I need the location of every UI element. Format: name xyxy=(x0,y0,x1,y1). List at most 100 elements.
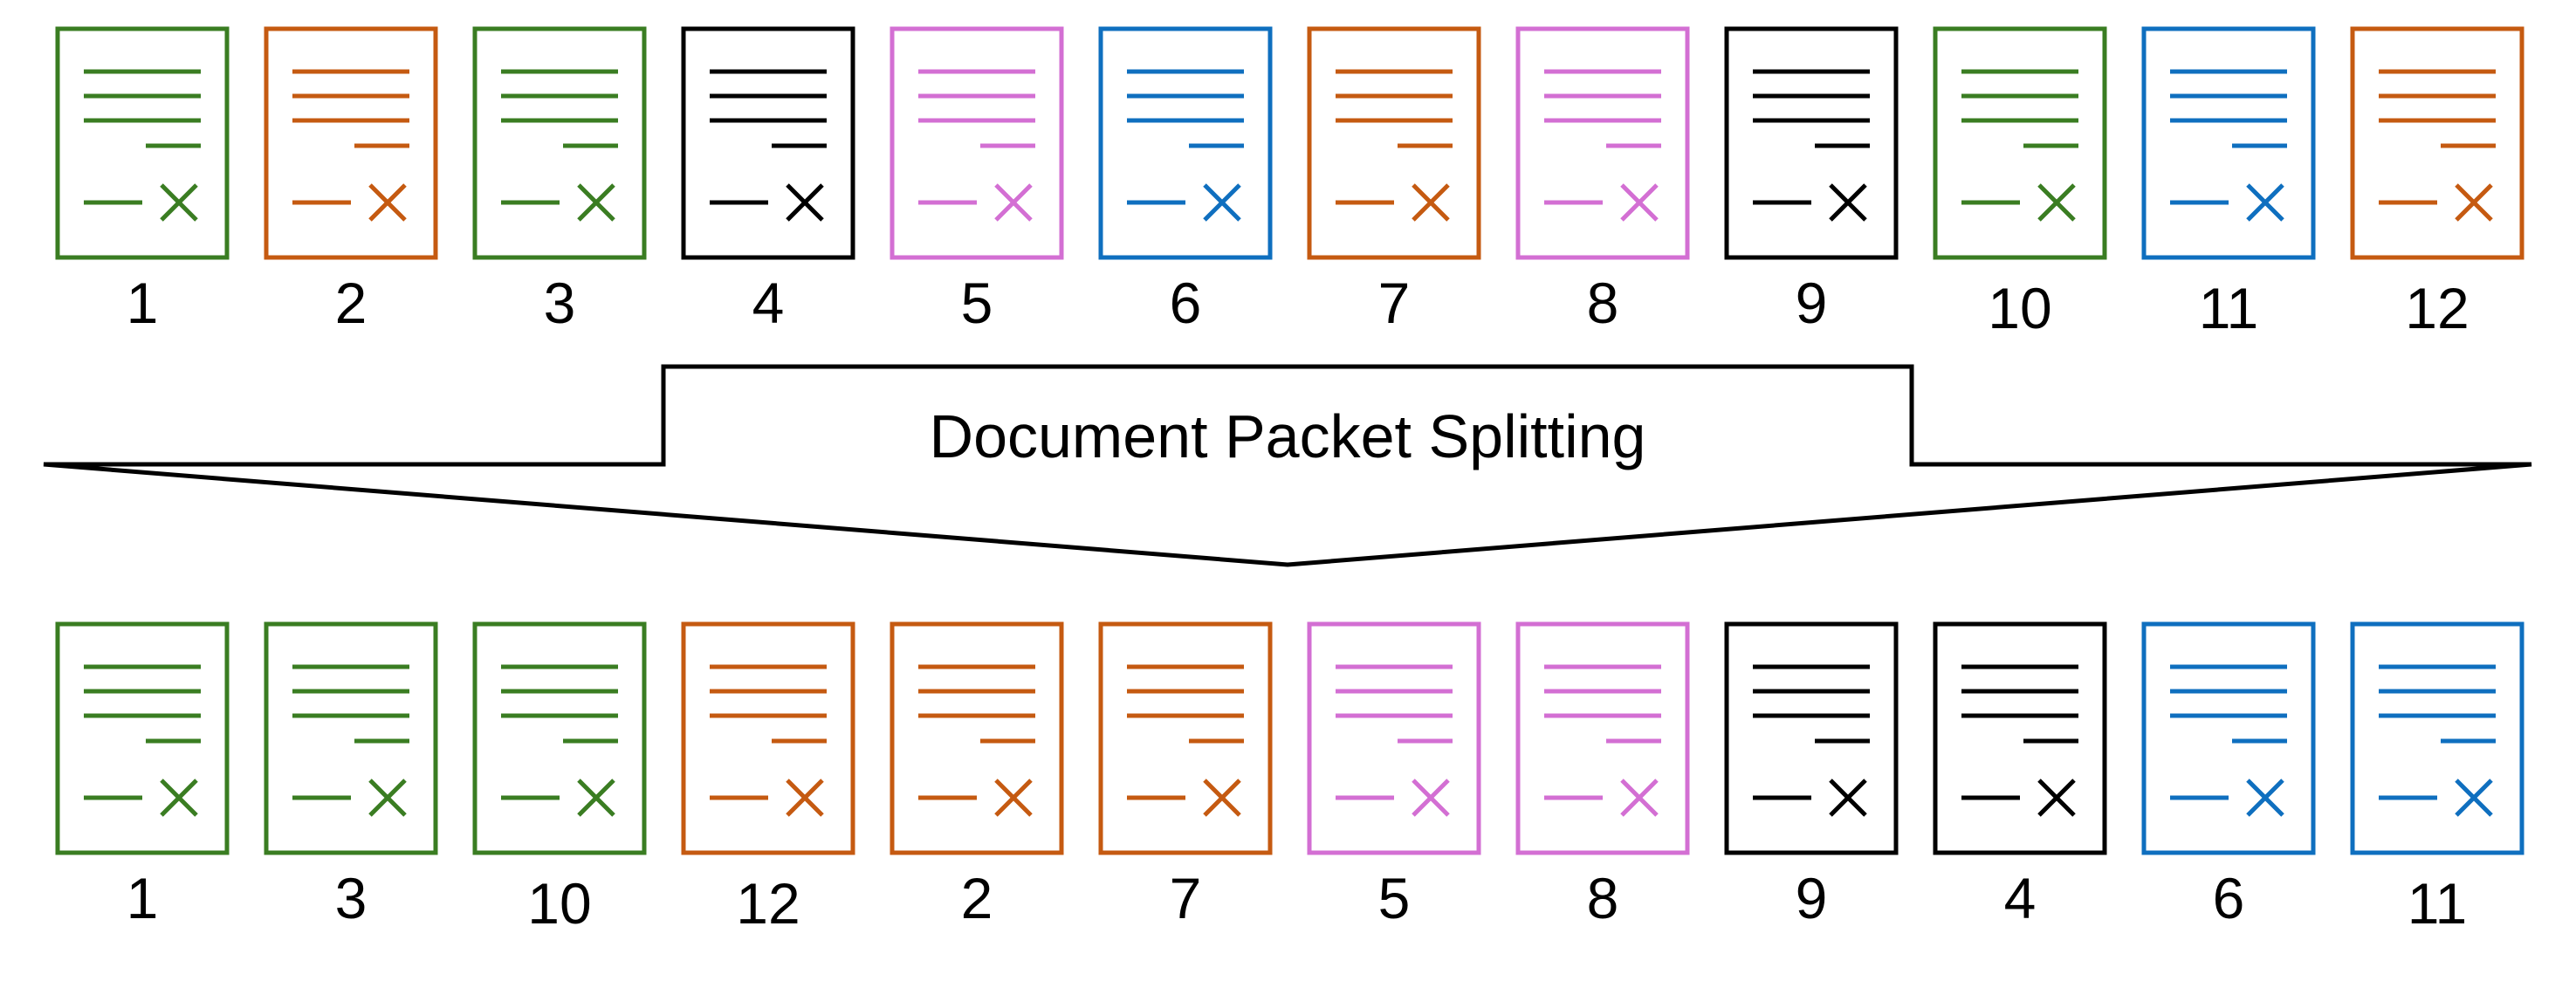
page-number-label: 9 xyxy=(1795,866,1828,930)
page-number-label: 4 xyxy=(2003,866,2037,930)
page-8 xyxy=(1515,621,1690,855)
page-3 xyxy=(472,26,647,260)
page-border xyxy=(264,26,438,260)
signature-x-icon xyxy=(1829,183,1867,222)
page-border xyxy=(1098,621,1273,855)
page-9 xyxy=(1724,26,1899,260)
page-icon xyxy=(1307,621,1481,855)
page-6 xyxy=(1098,26,1273,260)
page-icon xyxy=(472,621,647,855)
page-11 xyxy=(2350,621,2524,855)
page-number-label: 11 xyxy=(2198,276,2259,340)
page-number-label: 5 xyxy=(960,271,993,335)
signature-x-icon xyxy=(160,779,198,817)
page-icon xyxy=(2141,621,2316,855)
page-icon xyxy=(1933,26,2107,260)
page-icon xyxy=(472,26,647,260)
page-border xyxy=(472,26,647,260)
signature-x-icon xyxy=(1620,779,1659,817)
signature-x-icon xyxy=(1203,183,1241,222)
page-icon xyxy=(1515,621,1690,855)
page-number-label: 12 xyxy=(736,871,800,936)
page-4 xyxy=(681,26,855,260)
page-number-label: 2 xyxy=(960,866,993,930)
page-icon xyxy=(890,621,1064,855)
page-number-label: 3 xyxy=(334,866,368,930)
page-number-label: 10 xyxy=(1988,276,2052,340)
page-number-label: 6 xyxy=(1169,271,1202,335)
page-4 xyxy=(1933,621,2107,855)
signature-x-icon xyxy=(160,183,198,222)
page-border xyxy=(2141,26,2316,260)
page-border xyxy=(1307,621,1481,855)
signature-x-icon xyxy=(1620,183,1659,222)
page-5 xyxy=(1307,621,1481,855)
page-icon xyxy=(1515,26,1690,260)
page-number-label: 2 xyxy=(334,271,368,335)
page-11 xyxy=(2141,26,2316,260)
page-icon xyxy=(264,26,438,260)
page-number-label: 3 xyxy=(543,271,576,335)
signature-x-icon xyxy=(1829,779,1867,817)
page-border xyxy=(890,26,1064,260)
page-border xyxy=(1724,621,1899,855)
page-border xyxy=(1515,621,1690,855)
page-6 xyxy=(2141,621,2316,855)
page-border xyxy=(890,621,1064,855)
page-5 xyxy=(890,26,1064,260)
page-number-label: 10 xyxy=(527,871,592,936)
signature-x-icon xyxy=(1412,183,1450,222)
signature-x-icon xyxy=(368,779,407,817)
page-border xyxy=(681,621,855,855)
signature-x-icon xyxy=(2455,779,2493,817)
page-border xyxy=(55,621,230,855)
page-icon xyxy=(1724,26,1899,260)
page-number-label: 5 xyxy=(1377,866,1411,930)
page-icon xyxy=(1098,26,1273,260)
page-icon xyxy=(1098,621,1273,855)
page-number-label: 6 xyxy=(2212,866,2245,930)
page-border xyxy=(2141,621,2316,855)
page-icon xyxy=(2141,26,2316,260)
page-border xyxy=(2350,621,2524,855)
page-2 xyxy=(890,621,1064,855)
page-number-label: 1 xyxy=(126,271,159,335)
signature-x-icon xyxy=(2246,183,2284,222)
page-icon xyxy=(890,26,1064,260)
page-1 xyxy=(55,621,230,855)
page-8 xyxy=(1515,26,1690,260)
page-icon xyxy=(681,621,855,855)
page-icon xyxy=(681,26,855,260)
page-icon xyxy=(2350,621,2524,855)
page-border xyxy=(1724,26,1899,260)
signature-x-icon xyxy=(786,183,824,222)
signature-x-icon xyxy=(2455,183,2493,222)
signature-x-icon xyxy=(994,779,1033,817)
signature-x-icon xyxy=(786,779,824,817)
page-icon xyxy=(1307,26,1481,260)
page-number-label: 7 xyxy=(1377,271,1411,335)
page-border xyxy=(2350,26,2524,260)
page-10 xyxy=(1933,26,2107,260)
page-icon xyxy=(264,621,438,855)
page-12 xyxy=(681,621,855,855)
signature-x-icon xyxy=(577,183,615,222)
page-number-label: 8 xyxy=(1586,866,1619,930)
signature-x-icon xyxy=(577,779,615,817)
page-number-label: 8 xyxy=(1586,271,1619,335)
page-border xyxy=(681,26,855,260)
page-border xyxy=(1515,26,1690,260)
page-number-label: 7 xyxy=(1169,866,1202,930)
page-7 xyxy=(1307,26,1481,260)
page-icon xyxy=(55,621,230,855)
page-border xyxy=(55,26,230,260)
signature-x-icon xyxy=(1203,779,1241,817)
arrow-shape xyxy=(43,364,2532,567)
page-border xyxy=(264,621,438,855)
page-number-label: 11 xyxy=(2407,871,2468,936)
page-12 xyxy=(2350,26,2524,260)
page-border xyxy=(1098,26,1273,260)
page-number-label: 12 xyxy=(2405,276,2470,340)
